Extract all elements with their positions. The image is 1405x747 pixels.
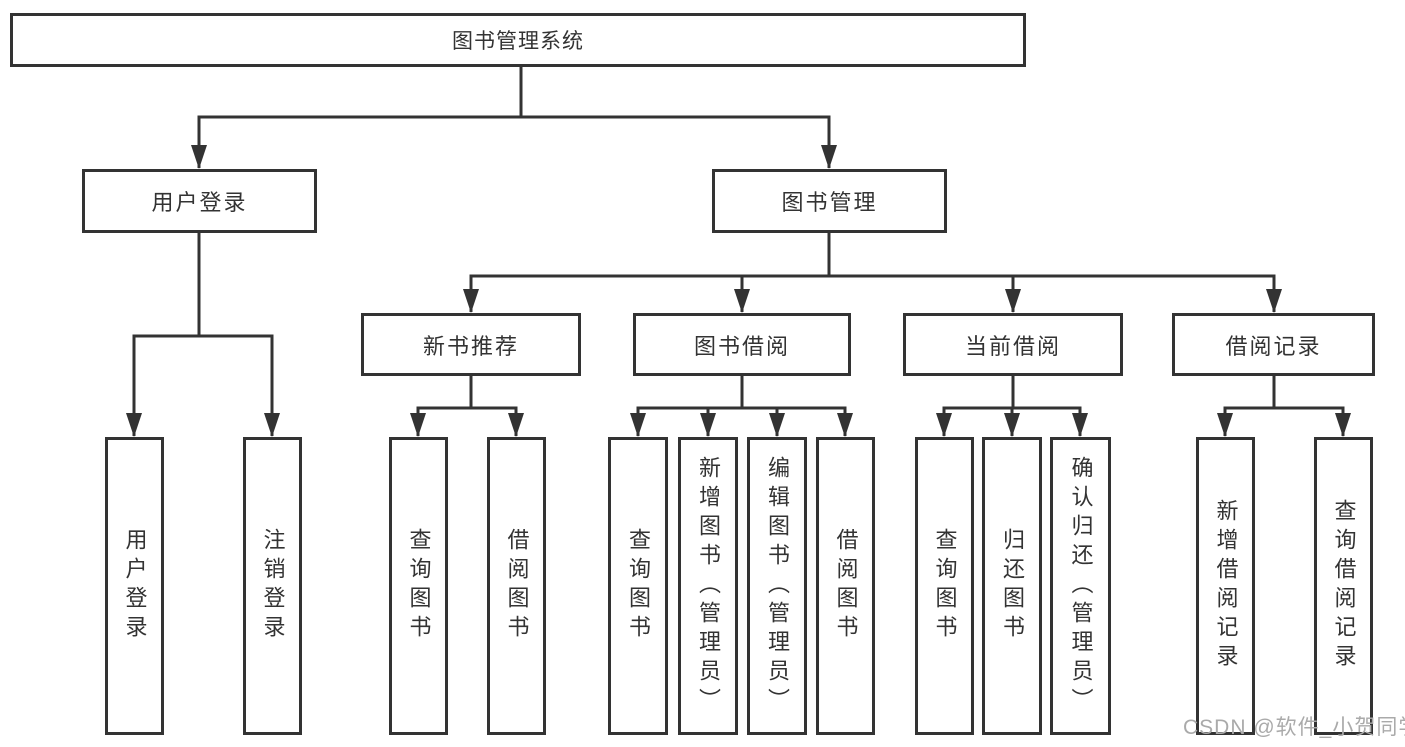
connector-borrow-record-to-leaves	[1217, 376, 1351, 437]
node-new-book-recommend-label: 新书推荐	[422, 333, 519, 359]
node-user-login-label: 用户登录	[151, 190, 248, 215]
leaf-recommend-query-book-label: 查询图书	[406, 528, 432, 644]
leaf-borrow-edit-book-label: 编辑图书（管理员）	[765, 455, 790, 717]
watermark-text: CSDN @软件_小贺同学	[1183, 716, 1405, 739]
leaf-current-return-book-label: 归还图书	[1000, 528, 1025, 644]
node-borrow-record: 借阅记录	[1172, 313, 1375, 376]
leaf-current-query-book-label: 查询图书	[932, 528, 958, 644]
leaf-borrow-query-book: 查询图书	[608, 437, 668, 735]
leaf-recommend-borrow-book-label: 借阅图书	[504, 528, 530, 644]
leaf-current-query-book: 查询图书	[915, 437, 974, 735]
node-book-management: 图书管理	[712, 169, 947, 233]
leaf-current-return-book: 归还图书	[982, 437, 1042, 735]
node-book-borrow-label: 图书借阅	[693, 333, 790, 359]
connector-user-login-to-leaves	[126, 233, 280, 437]
node-book-borrow: 图书借阅	[633, 313, 851, 376]
leaf-recommend-query-book: 查询图书	[389, 437, 448, 735]
leaf-record-add-label: 新增借阅记录	[1213, 499, 1239, 673]
leaf-borrow-borrow-book: 借阅图书	[816, 437, 875, 735]
connector-current-borrow-to-leaves	[936, 376, 1088, 437]
leaf-user-login-label: 用户登录	[122, 528, 148, 644]
connector-book-management-to-level3	[463, 233, 1282, 313]
leaf-current-confirm-return: 确认归还（管理员）	[1050, 437, 1111, 735]
node-borrow-record-label: 借阅记录	[1225, 333, 1322, 359]
leaf-borrow-add-book-label: 新增图书（管理员）	[696, 455, 721, 717]
leaf-borrow-add-book: 新增图书（管理员）	[678, 437, 738, 735]
node-new-book-recommend: 新书推荐	[361, 313, 581, 376]
node-book-management-label: 图书管理	[781, 190, 878, 215]
leaf-logout-label: 注销登录	[260, 528, 286, 644]
leaf-logout: 注销登录	[243, 437, 302, 735]
connector-book-borrow-to-leaves	[630, 376, 853, 437]
leaf-user-login: 用户登录	[105, 437, 164, 735]
leaf-borrow-edit-book: 编辑图书（管理员）	[747, 437, 807, 735]
node-current-borrow-label: 当前借阅	[964, 333, 1061, 359]
connector-root-to-level2	[191, 67, 837, 169]
leaf-record-query-label: 查询借阅记录	[1331, 499, 1357, 673]
leaf-record-add: 新增借阅记录	[1196, 437, 1255, 735]
connector-new-book-to-leaves	[410, 376, 524, 437]
node-current-borrow: 当前借阅	[903, 313, 1123, 376]
node-user-login: 用户登录	[82, 169, 317, 233]
leaf-record-query: 查询借阅记录	[1314, 437, 1373, 735]
leaf-current-confirm-return-label: 确认归还（管理员）	[1068, 455, 1094, 717]
leaf-recommend-borrow-book: 借阅图书	[487, 437, 546, 735]
leaf-borrow-query-book-label: 查询图书	[626, 528, 651, 644]
node-root: 图书管理系统	[10, 13, 1026, 67]
node-root-label: 图书管理系统	[452, 30, 584, 53]
leaf-borrow-borrow-book-label: 借阅图书	[833, 528, 859, 644]
